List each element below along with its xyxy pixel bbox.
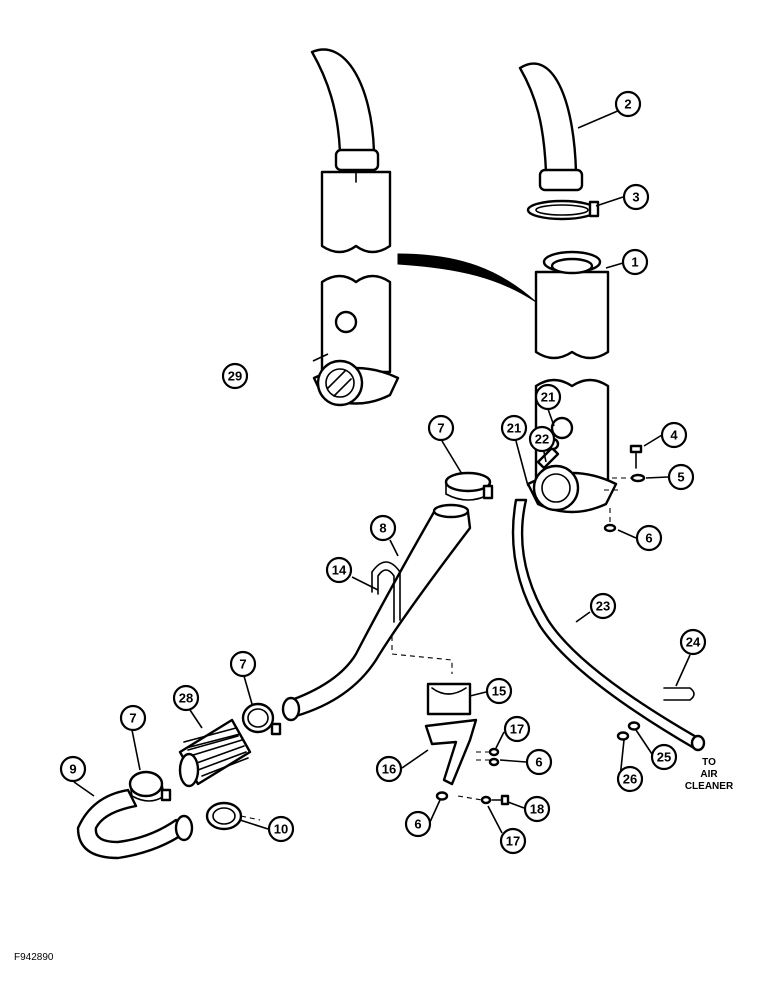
- left-stack-upper-section: [320, 170, 392, 254]
- svg-text:7: 7: [129, 711, 136, 726]
- callout-4: 4: [660, 421, 688, 449]
- note-to: TO: [702, 757, 716, 768]
- note-cleaner: CLEANER: [685, 781, 734, 792]
- svg-text:21: 21: [507, 421, 521, 436]
- callout-3: 3: [622, 183, 650, 211]
- callout-17-upper: 17: [503, 715, 531, 743]
- svg-text:9: 9: [69, 762, 76, 777]
- svg-text:14: 14: [332, 563, 347, 578]
- callout-7-middle: 7: [229, 650, 257, 678]
- svg-text:17: 17: [510, 722, 524, 737]
- callout-17-lower: 17: [499, 827, 527, 855]
- callout-28: 28: [172, 684, 200, 712]
- svg-text:10: 10: [274, 822, 288, 837]
- svg-text:7: 7: [239, 657, 246, 672]
- washer-5: [630, 473, 646, 483]
- bolt-18: [491, 794, 510, 806]
- callout-16: 16: [375, 755, 403, 783]
- svg-text:17: 17: [506, 834, 520, 849]
- callout-1: 1: [621, 248, 649, 276]
- svg-text:25: 25: [657, 750, 671, 765]
- callout-15: 15: [485, 677, 513, 705]
- bracket-15: [426, 682, 472, 716]
- callout-18: 18: [523, 795, 551, 823]
- svg-text:22: 22: [535, 432, 549, 447]
- callout-8: 8: [369, 514, 397, 542]
- clamp-10: [205, 801, 261, 831]
- tube-23: [511, 498, 706, 752]
- callout-10: 10: [267, 815, 295, 843]
- bolt-4: [629, 444, 643, 469]
- clamp-3: [526, 199, 600, 221]
- svg-text:4: 4: [670, 428, 678, 443]
- u-bolt-24: [663, 687, 695, 701]
- stack-pipe-2: [518, 62, 584, 192]
- svg-text:16: 16: [382, 762, 396, 777]
- callout-6-bracket: 6: [525, 748, 553, 776]
- svg-text:18: 18: [530, 802, 544, 817]
- svg-text:8: 8: [379, 521, 386, 536]
- clamp-7-middle: [241, 702, 282, 736]
- svg-text:23: 23: [596, 599, 610, 614]
- connector-swoosh: [397, 253, 537, 303]
- u-bolt-14: [371, 561, 401, 623]
- callout-7-upper: 7: [427, 414, 455, 442]
- bellows-28: [178, 718, 252, 788]
- bracket-16: [424, 718, 478, 786]
- callout-29: 29: [221, 362, 249, 390]
- callout-7-lower: 7: [119, 704, 147, 732]
- svg-text:15: 15: [492, 684, 506, 699]
- callout-22: 22: [528, 425, 556, 453]
- left-stack-lower-section: [312, 274, 400, 407]
- callout-24: 24: [679, 628, 707, 656]
- nut-25: [627, 721, 641, 731]
- nut-17-upper: [488, 747, 500, 757]
- leader-lines: [73, 106, 691, 834]
- svg-text:21: 21: [541, 390, 555, 405]
- callout-21-left: 21: [500, 414, 528, 442]
- callout-23: 23: [589, 592, 617, 620]
- nut-6-upper: [603, 523, 617, 533]
- muffler-1: [534, 250, 610, 360]
- note-air: AIR: [700, 769, 718, 780]
- callout-2: 2: [614, 90, 642, 118]
- figure-code: F942890: [14, 952, 54, 963]
- svg-text:24: 24: [686, 635, 701, 650]
- clamp-7-upper: [444, 471, 494, 501]
- left-stack-outlet-curve: [310, 48, 380, 172]
- svg-text:2: 2: [624, 97, 631, 112]
- washer-6-bracket: [488, 757, 500, 767]
- svg-text:7: 7: [437, 421, 444, 436]
- svg-text:28: 28: [179, 691, 193, 706]
- svg-text:26: 26: [623, 772, 637, 787]
- callout-21-upper: 21: [534, 383, 562, 411]
- nut-6-lower: [435, 791, 449, 801]
- svg-text:3: 3: [632, 190, 639, 205]
- svg-text:5: 5: [677, 470, 684, 485]
- svg-text:6: 6: [414, 817, 421, 832]
- elbow-9: [76, 788, 194, 860]
- washer-17-lower: [480, 795, 492, 805]
- callout-9: 9: [59, 755, 87, 783]
- svg-text:6: 6: [535, 755, 542, 770]
- callout-25: 25: [650, 743, 678, 771]
- callout-26: 26: [616, 765, 644, 793]
- callout-5: 5: [667, 463, 695, 491]
- svg-text:6: 6: [645, 531, 652, 546]
- svg-text:29: 29: [228, 369, 242, 384]
- clamp-7-lower: [128, 770, 172, 802]
- callout-6-lower: 6: [404, 810, 432, 838]
- callout-14: 14: [325, 556, 353, 584]
- callout-6-upper: 6: [635, 524, 663, 552]
- svg-text:1: 1: [631, 255, 638, 270]
- exhaust-pipe-8: [281, 503, 472, 722]
- washer-26: [616, 731, 630, 741]
